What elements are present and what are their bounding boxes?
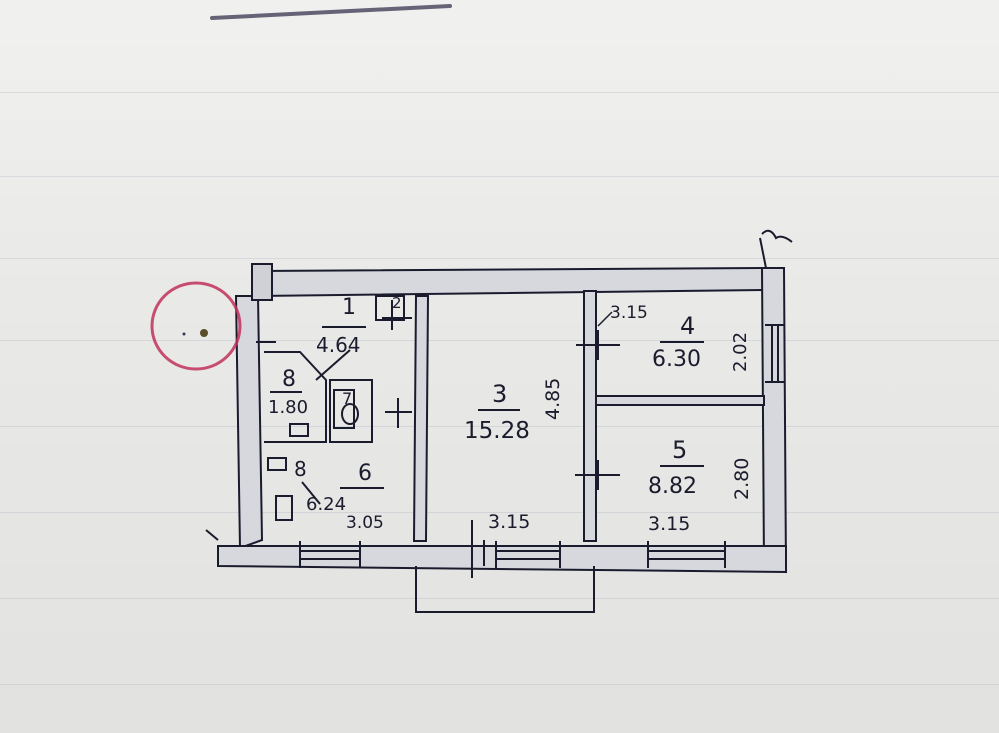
paper-rule	[0, 684, 999, 685]
sink-kitchen-icon	[275, 495, 293, 521]
paper-rule	[0, 598, 999, 599]
room-1-number: 1	[342, 295, 356, 320]
paper-rule	[0, 176, 999, 177]
toilet-icon	[333, 389, 355, 429]
window-bottom-3	[647, 541, 726, 568]
room-8-area: 1.80	[268, 397, 308, 418]
sink-icon	[289, 423, 309, 437]
top-wall	[257, 266, 767, 298]
wall-break-line	[759, 237, 767, 269]
room-7-number: 7	[342, 389, 352, 408]
room-3-area: 15.28	[464, 418, 530, 444]
stove-icon	[267, 457, 287, 471]
room-4-number: 4	[680, 312, 695, 340]
break-mark	[761, 229, 793, 243]
dim-room4-depth: 2.02	[730, 332, 751, 372]
room-1-area: 4.64	[316, 333, 361, 357]
room-8b-number: 8	[294, 457, 307, 481]
room-6-area: 6.24	[306, 494, 346, 515]
wall-room3-room4	[583, 290, 597, 542]
stamp	[150, 281, 242, 371]
break-mark-left	[205, 529, 219, 541]
dim-room5-depth: 2.80	[731, 458, 753, 500]
room-3-number: 3	[492, 380, 507, 408]
room-8-number: 8	[282, 367, 296, 392]
left-wall	[234, 295, 264, 550]
paper-rule	[0, 258, 999, 259]
balcony	[415, 566, 595, 613]
corner-block	[251, 263, 273, 301]
pen-stroke-mark	[210, 4, 452, 20]
dim-room6-width: 3.05	[346, 513, 384, 533]
sanitary-block	[264, 295, 405, 521]
window-bottom-2	[495, 541, 561, 568]
paper-rule	[0, 426, 999, 427]
dim-leader	[597, 311, 613, 327]
window-right	[765, 324, 784, 383]
room-6-number: 6	[358, 461, 372, 486]
dim-room3-depth: 4.85	[542, 378, 564, 420]
room-2-number: 2	[392, 294, 402, 312]
wall-room1-room3	[412, 295, 430, 542]
right-wall	[760, 267, 788, 574]
paper-rule	[0, 512, 999, 513]
dim-room3-width: 3.15	[488, 511, 530, 533]
room-5-number: 5	[672, 436, 687, 464]
window-bottom-1	[299, 541, 361, 568]
door-marks	[256, 300, 620, 490]
interior-walls	[412, 290, 765, 542]
room-4-area: 6.30	[652, 347, 701, 372]
dim-room5-width: 3.15	[648, 513, 690, 535]
wall-room4-room5	[595, 395, 765, 406]
paper-rule	[0, 340, 999, 341]
paper-rule	[0, 92, 999, 93]
room-5-area: 8.82	[648, 474, 697, 499]
dim-room4-width: 3.15	[610, 303, 648, 323]
